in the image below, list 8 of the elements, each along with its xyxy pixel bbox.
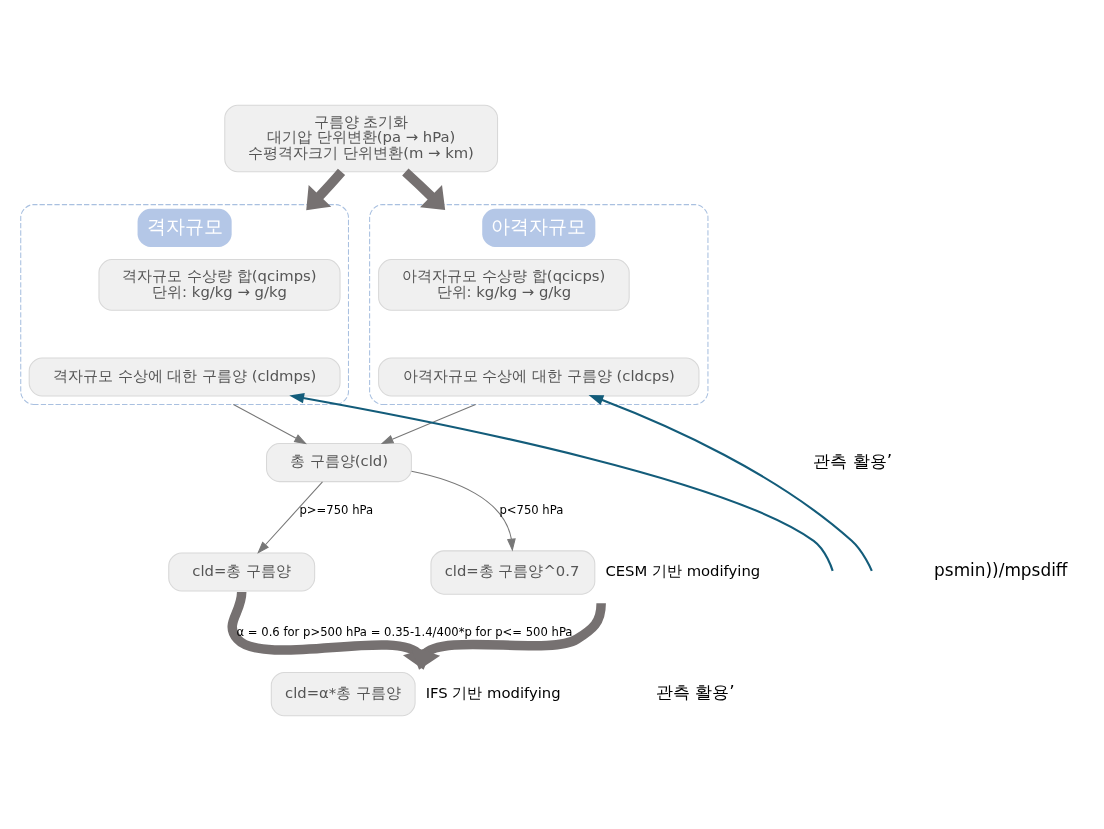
edge-label: p>=750 hPa xyxy=(299,502,374,517)
label: 관측 활용’ xyxy=(655,681,735,702)
edge-label: p<750 hPa xyxy=(499,502,564,517)
label: psmin))/mpsdiff xyxy=(934,559,1068,580)
node-label: CESM 기반 modifying xyxy=(605,561,761,579)
node-label: IFS 기반 modifying xyxy=(425,683,561,701)
label: 관측 활용’ xyxy=(813,450,893,471)
edge-label: α = 0.6 for p>500 hPa = 0.35-1.4/400*p for p<= 500 hPa xyxy=(236,624,573,639)
